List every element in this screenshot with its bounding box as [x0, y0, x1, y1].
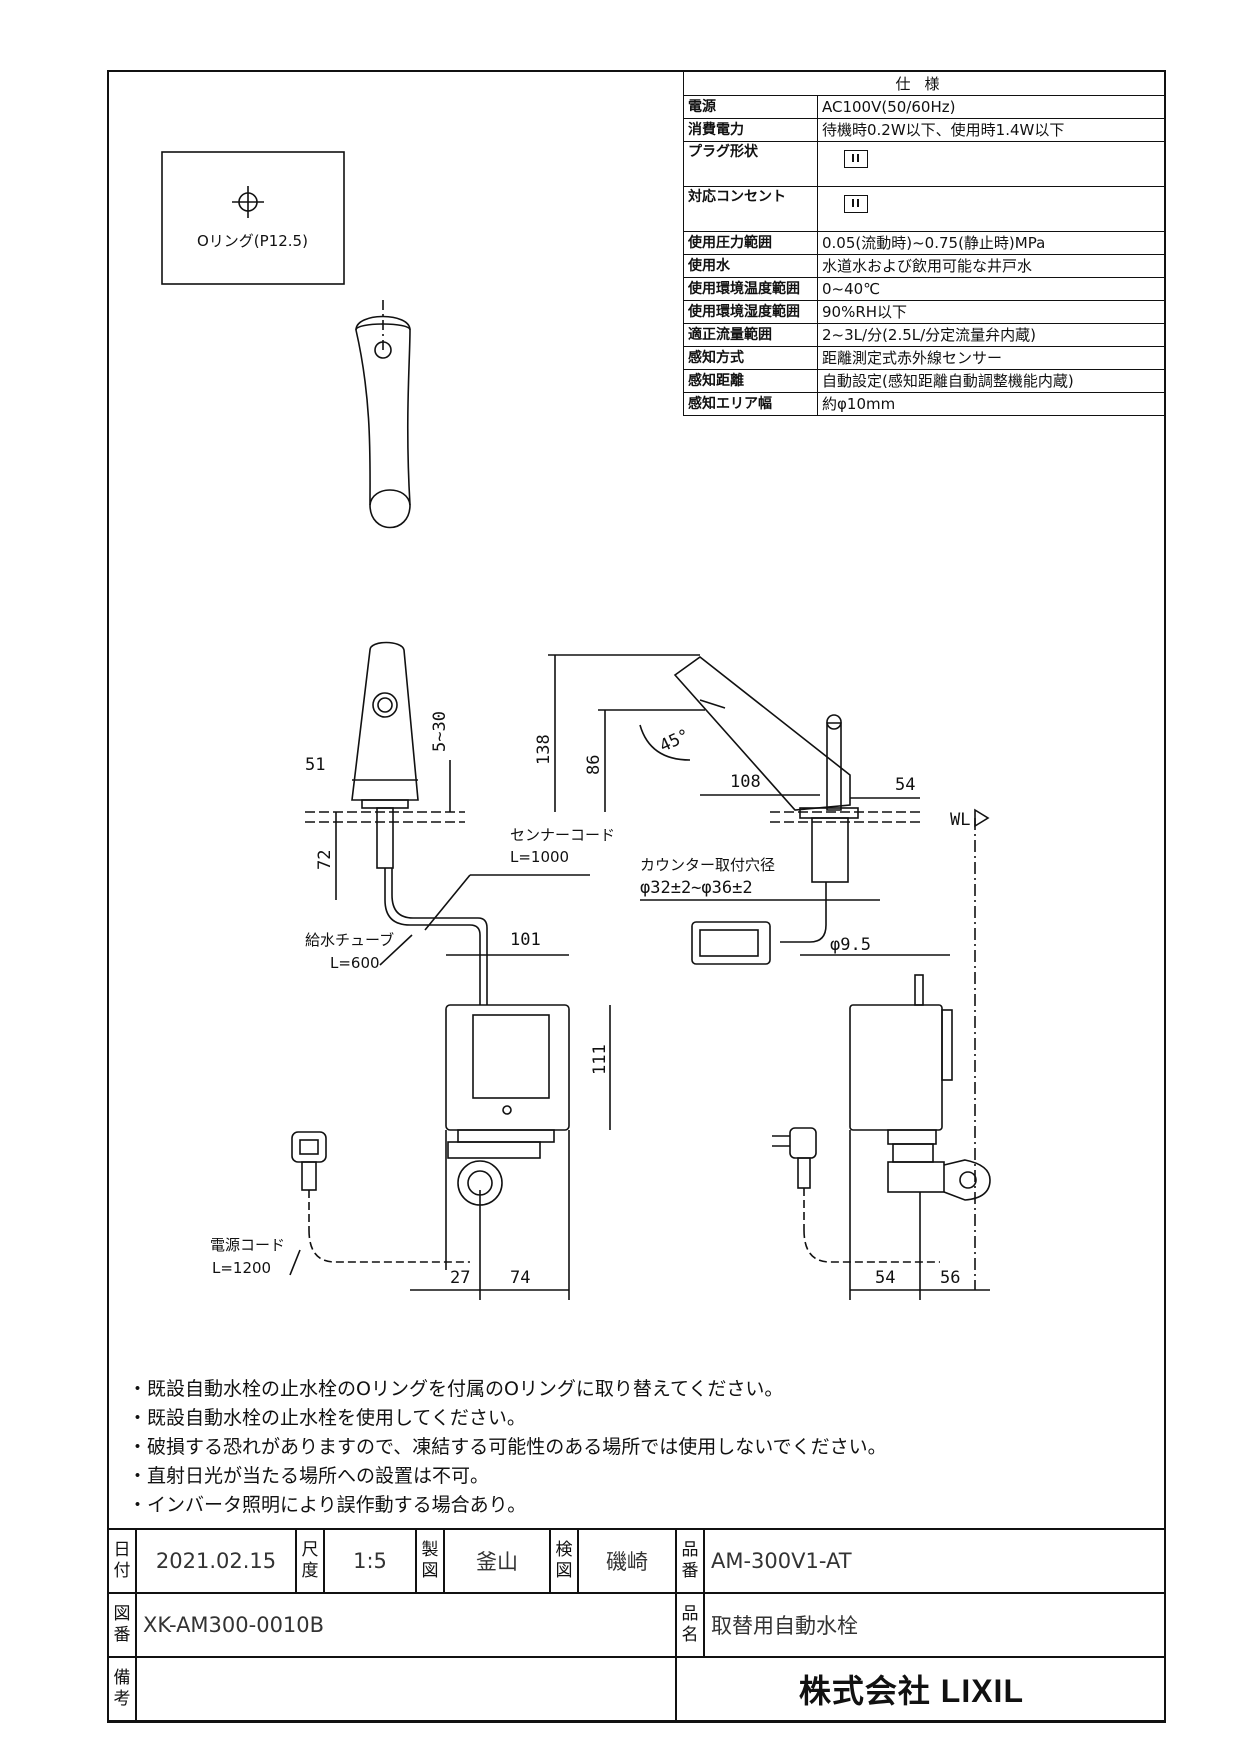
spec-value: 90%RH以下 — [817, 300, 1166, 324]
oring-label: Oリング(P12.5) — [197, 232, 308, 250]
spec-key: 感知方式 — [683, 346, 818, 370]
spec-key: 使用水 — [683, 254, 818, 278]
dim-74: 74 — [510, 1268, 530, 1288]
part-no-label: 品番 — [675, 1528, 705, 1594]
company-logo: 株式会社 LIXIL — [675, 1656, 1166, 1722]
dim-45deg: 45° — [657, 725, 693, 756]
date-value: 2021.02.15 — [135, 1528, 297, 1594]
plug-icon — [844, 150, 868, 168]
technical-drawing: Oリング(P12.5) 51 5~30 72 センナーコード L=1000 給水… — [161, 151, 991, 1300]
faucet-side-view — [673, 655, 920, 965]
drawn-label: 製図 — [415, 1528, 445, 1594]
drawing-frame — [107, 70, 1166, 1723]
remarks-value — [135, 1656, 677, 1722]
spec-value: 0.05(流動時)~0.75(静止時)MPa — [817, 231, 1166, 255]
spec-key: 使用環境湿度範囲 — [683, 300, 818, 324]
spec-key: 感知エリア幅 — [683, 392, 818, 416]
spec-value: 約φ10mm — [817, 392, 1166, 416]
dim-101: 101 — [510, 930, 541, 950]
spec-key: 使用圧力範囲 — [683, 231, 818, 255]
control-box-front: 101 111 27 74 — [410, 930, 611, 1300]
title-block: 日付 2021.02.15 尺度 1:5 製図 釜山 検図 磯崎 品番 AM-3… — [107, 1528, 1166, 1722]
spec-value-plug — [817, 141, 1166, 187]
dim-54-top: 54 — [895, 775, 915, 795]
dim-27: 27 — [450, 1268, 470, 1288]
tube-label: 給水チューブ — [305, 931, 394, 949]
front-dims: 51 5~30 72 センナーコード L=1000 給水チューブ L=600 — [305, 711, 615, 972]
note-item: ・インバータ照明により誤作動する場合あり。 — [128, 1494, 527, 1516]
spec-key: 使用環境温度範囲 — [683, 277, 818, 301]
spec-key: 適正流量範囲 — [683, 323, 818, 347]
power-cord-length: L=1200 — [212, 1259, 271, 1277]
spec-key: 電源 — [683, 95, 818, 119]
spec-key: プラグ形状 — [683, 141, 818, 187]
dim-72: 72 — [315, 850, 335, 870]
spec-value: 水道水および飲用可能な井戸水 — [817, 254, 1166, 278]
faucet-front-view — [305, 641, 488, 1005]
spec-key: 感知距離 — [683, 369, 818, 393]
spec-value: 距離測定式赤外線センサー — [817, 346, 1166, 370]
note-item: ・破損する恐れがありますので、凍結する可能性のある場所では使用しないでください。 — [128, 1436, 887, 1458]
scale-value: 1:5 — [323, 1528, 417, 1594]
remarks-label: 備考 — [107, 1656, 137, 1722]
drawing-no-value: XK-AM300-0010B — [135, 1592, 677, 1658]
tube-length: L=600 — [330, 954, 380, 972]
spec-value: AC100V(50/60Hz) — [817, 95, 1166, 119]
name-label: 品名 — [675, 1592, 705, 1658]
note-item: ・既設自動水栓の止水栓のOリングを付属のOリングに取り替えてください。 — [128, 1378, 784, 1400]
sensor-cord-length: L=1000 — [510, 848, 569, 866]
dim-138: 138 — [534, 734, 554, 765]
sensor-cord-label: センナーコード — [510, 826, 615, 844]
oring-detail: Oリング(P12.5) — [161, 151, 345, 285]
date-label: 日付 — [107, 1528, 137, 1594]
control-box-side: 54 56 — [849, 974, 991, 1300]
drawing-no-label: 図番 — [107, 1592, 137, 1658]
power-cord-right — [772, 1127, 940, 1263]
outlet-icon — [844, 195, 868, 213]
dim-phi9-5: φ9.5 — [830, 935, 871, 955]
power-cord-left: 電源コード L=1200 — [210, 1131, 470, 1277]
dim-86: 86 — [584, 755, 604, 775]
part-no-value: AM-300V1-AT — [703, 1528, 1166, 1594]
dim-108: 108 — [730, 772, 761, 792]
dim-51: 51 — [305, 755, 325, 775]
note-item: ・既設自動水栓の止水栓を使用してください。 — [128, 1407, 526, 1429]
scale-label: 尺度 — [295, 1528, 325, 1594]
water-level-label: WL — [950, 810, 970, 830]
counter-hole-dim: φ32±2~φ36±2 — [640, 878, 753, 898]
drawn-by: 釜山 — [443, 1528, 551, 1594]
dim-5-30: 5~30 — [430, 711, 450, 752]
spec-key: 対応コンセント — [683, 186, 818, 232]
dim-56: 56 — [940, 1268, 960, 1288]
notes: ・既設自動水栓の止水栓のOリングを付属のOリングに取り替えてください。 ・既設自… — [128, 1375, 887, 1520]
note-item: ・直射日光が当たる場所への設置は不可。 — [128, 1465, 490, 1487]
dim-54-bottom: 54 — [875, 1268, 895, 1288]
check-label: 検図 — [549, 1528, 579, 1594]
faucet-top-view — [355, 300, 411, 529]
dim-111: 111 — [590, 1044, 610, 1075]
side-dims: 138 86 45° 108 54 WL カウンター取付穴径 φ32±2~φ36… — [534, 654, 990, 1290]
counter-hole-label: カウンター取付穴径 — [640, 856, 775, 874]
checked-by: 磯崎 — [577, 1528, 677, 1594]
power-cord-label: 電源コード — [210, 1236, 285, 1254]
name-value: 取替用自動水栓 — [703, 1592, 1166, 1658]
